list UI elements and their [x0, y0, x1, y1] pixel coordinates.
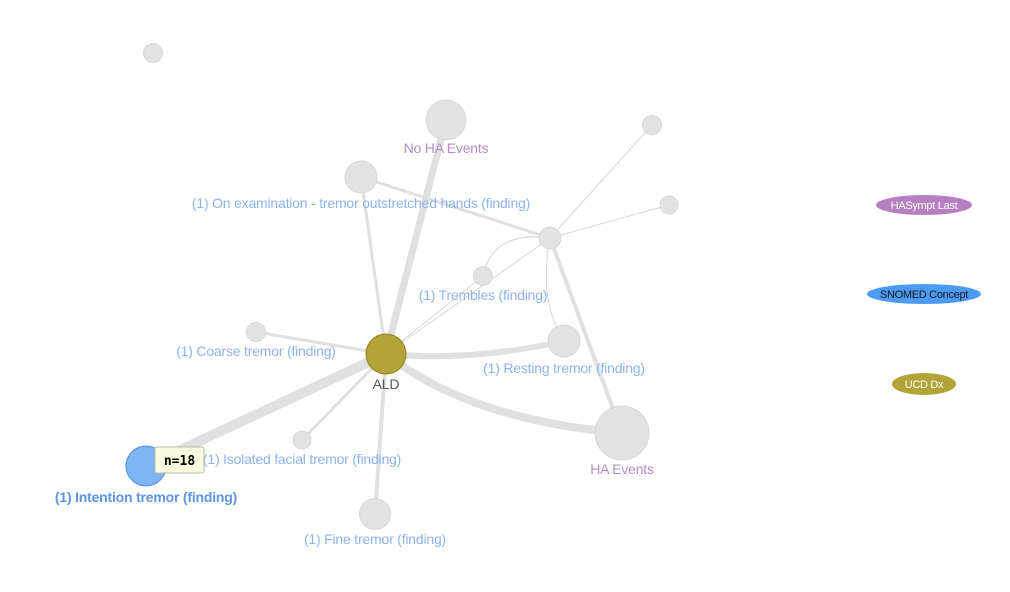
- legend-item-snomed[interactable]: SNOMED Concept: [867, 284, 981, 304]
- edge-ald-coarse: [254, 330, 388, 356]
- label-coarse-tremor: (1) Coarse tremor (finding): [176, 343, 336, 359]
- legend-ucd-label: UCD Dx: [905, 379, 944, 391]
- edge-ald-hub: [385, 237, 551, 355]
- node-top-right-small[interactable]: [642, 115, 662, 135]
- node-fine-tremor[interactable]: [359, 498, 391, 530]
- edge-ald-trembles: [385, 275, 484, 355]
- edge-ald-noha: [382, 116, 450, 358]
- label-trembles: (1) Trembles (finding): [419, 287, 548, 303]
- node-ald[interactable]: [365, 333, 407, 375]
- edge-ald-fine: [373, 352, 388, 516]
- edge-ald-resting: [383, 338, 567, 360]
- label-fine-tremor: (1) Fine tremor (finding): [304, 531, 446, 547]
- label-intention-tremor: (1) Intention tremor (finding): [55, 489, 237, 505]
- node-coarse-tremor[interactable]: [246, 322, 266, 342]
- legend-item-hasympt[interactable]: HASympt Last: [876, 195, 972, 215]
- node-on-examination[interactable]: [344, 160, 378, 194]
- legend-item-ucd[interactable]: UCD Dx: [892, 373, 956, 395]
- legend-snomed-swatch: [867, 284, 981, 304]
- label-ha-events: HA Events: [590, 461, 654, 477]
- node-resting-tremor[interactable]: [547, 324, 581, 358]
- label-ald: ALD: [373, 376, 400, 392]
- edge-hub-right: [549, 204, 670, 239]
- legend-ucd-swatch: [892, 373, 956, 395]
- node-right-small[interactable]: [659, 195, 679, 215]
- label-no-ha-events: No HA Events: [404, 140, 489, 156]
- node-hub[interactable]: [538, 226, 562, 250]
- tooltip: n=18: [154, 446, 205, 474]
- legend-hasympt-label: HASympt Last: [891, 200, 958, 212]
- legend-snomed-label: SNOMED Concept: [880, 289, 968, 301]
- tooltip-box: [154, 446, 205, 474]
- legend-hasympt-swatch: [876, 195, 972, 215]
- edge-onexam-hub: [359, 175, 552, 240]
- legend: HASympt Last SNOMED Concept UCD Dx: [867, 195, 981, 395]
- edges: [141, 116, 670, 516]
- labels: No HA Events (1) On examination - tremor…: [55, 140, 654, 547]
- label-on-examination: (1) On examination - tremor outstretched…: [192, 195, 530, 211]
- edge-hub-top-right: [549, 124, 653, 239]
- edge-hub-haevents: [548, 236, 624, 435]
- tooltip-text: n=18: [164, 454, 195, 469]
- node-ha-events[interactable]: [594, 405, 650, 461]
- edge-ald-haevents: [382, 350, 626, 437]
- node-trembles[interactable]: [473, 266, 493, 286]
- nodes: [125, 43, 679, 530]
- node-isolated-facial[interactable]: [292, 430, 312, 450]
- node-isolated-top-left[interactable]: [143, 43, 163, 63]
- label-isolated-facial: (1) Isolated facial tremor (finding): [203, 451, 401, 467]
- node-no-ha-events[interactable]: [425, 99, 467, 141]
- edge-ald-onexam: [359, 175, 388, 356]
- label-resting-tremor: (1) Resting tremor (finding): [483, 360, 645, 376]
